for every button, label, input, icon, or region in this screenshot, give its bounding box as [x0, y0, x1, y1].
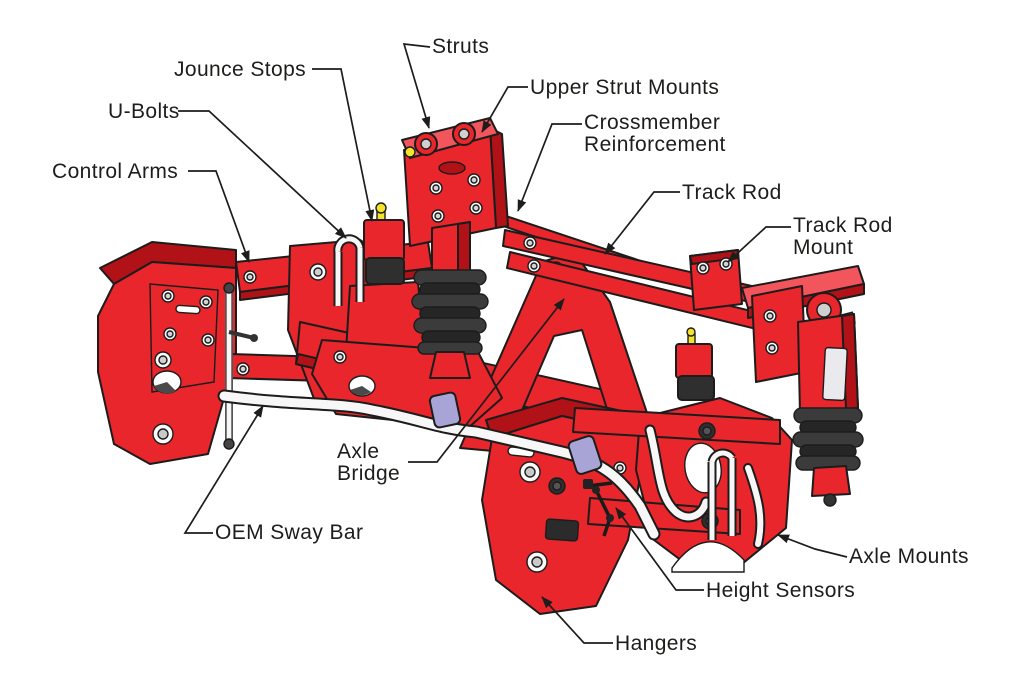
suspension-assembly: [97, 117, 865, 615]
left-hanger-bracket: [97, 241, 237, 465]
leader-hangers: [541, 596, 613, 644]
height-sensor: [583, 479, 614, 537]
front-jounce-stop: [363, 202, 405, 285]
leader-jounce-stops: [312, 68, 375, 222]
leader-axle-mounts: [777, 534, 848, 558]
rear-jounce-stop: [675, 327, 715, 401]
u-bolts: [333, 234, 365, 306]
leader-u-bolts: [178, 110, 347, 239]
rear-strut: [741, 265, 865, 507]
leader-track-rod-mount: [727, 226, 791, 263]
leader-axle-bridge: [408, 298, 565, 463]
leader-track-rod: [604, 191, 680, 255]
axle-mounts-knuckle: [548, 397, 793, 573]
track-rod-mount: [689, 249, 743, 311]
leader-struts: [402, 43, 431, 129]
leader-lines: [178, 43, 848, 644]
oem-sway-bar: [217, 282, 661, 541]
leader-oem-sway-bar: [183, 405, 264, 534]
leader-control-arms: [188, 170, 250, 263]
leader-crossmember-reinforcement: [517, 123, 582, 212]
front-strut: [401, 117, 509, 379]
leader-height-sensors: [615, 507, 704, 591]
leader-upper-strut-mounts: [481, 86, 528, 133]
